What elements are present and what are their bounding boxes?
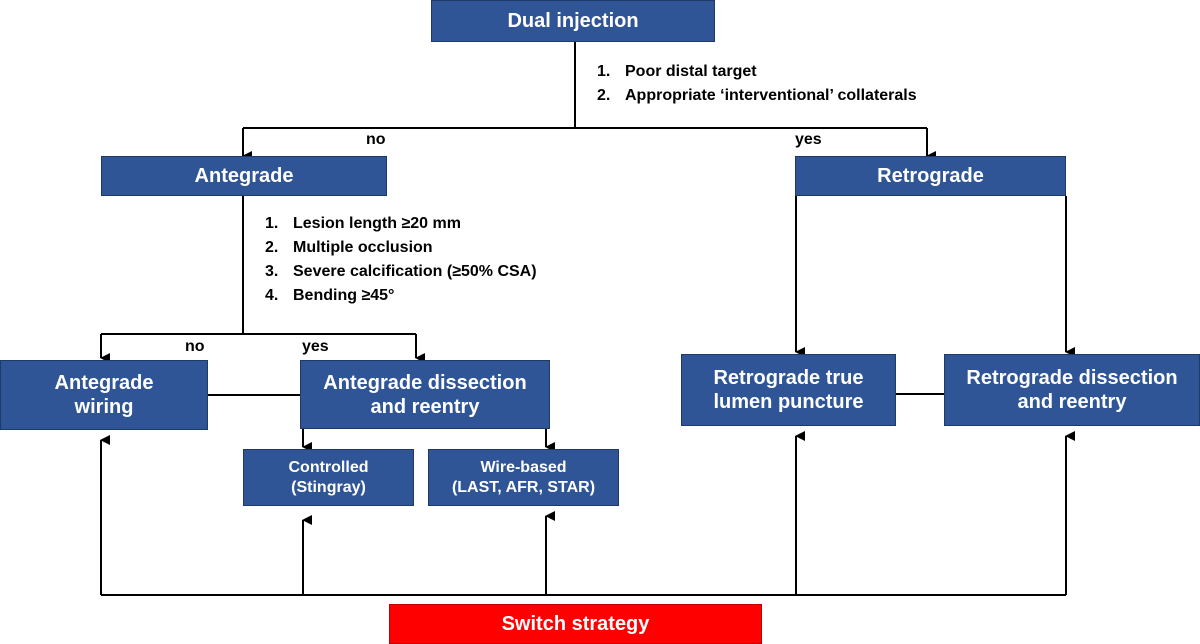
criteria-item: 2.Multiple occlusion (265, 239, 433, 256)
retrograde-box: Retrograde (795, 156, 1066, 196)
switch-strategy-label: Switch strategy (501, 613, 650, 635)
controlled-box: Controlled (Stingray) (243, 449, 414, 506)
retrograde-label: Retrograde (877, 165, 984, 187)
top-no-label: no (366, 131, 386, 148)
wire-based-label: Wire-based (LAST, AFR, STAR) (451, 459, 596, 496)
antegrade-label: Antegrade (194, 165, 294, 187)
wire-based-box: Wire-based (LAST, AFR, STAR) (428, 449, 619, 506)
criteria-item: 4.Bending ≥45° (265, 287, 395, 304)
antegrade-dissection-label: Antegrade dissection and reentry (323, 371, 527, 418)
retrograde-dissection-box: Retrograde dissection and reentry (944, 354, 1200, 426)
dual-injection-label: Dual injection (507, 10, 639, 32)
antegrade-wiring-label: Antegrade wiring (54, 372, 154, 418)
retrograde-true-lumen-label: Retrograde true lumen puncture (713, 367, 864, 413)
criteria-item: 1.Lesion length ≥20 mm (265, 215, 461, 232)
antegrade-box: Antegrade (101, 156, 387, 196)
retrograde-dissection-label: Retrograde dissection and reentry (966, 367, 1178, 413)
top-criteria-list: 1.Poor distal target 2.Appropriate ‘inte… (597, 60, 917, 108)
criteria-item: 2.Appropriate ‘interventional’ collatera… (597, 87, 917, 104)
dual-injection-box: Dual injection (431, 0, 715, 42)
antegrade-dissection-box: Antegrade dissection and reentry (300, 360, 550, 429)
antegrade-yes-label: yes (302, 338, 329, 355)
controlled-label: Controlled (Stingray) (288, 459, 369, 496)
retrograde-true-lumen-box: Retrograde true lumen puncture (681, 354, 896, 426)
antegrade-wiring-box: Antegrade wiring (0, 360, 208, 430)
criteria-item: 1.Poor distal target (597, 63, 757, 80)
antegrade-criteria-list: 1.Lesion length ≥20 mm 2.Multiple occlus… (265, 212, 537, 308)
criteria-item: 3.Severe calcification (≥50% CSA) (265, 263, 537, 280)
switch-strategy-box: Switch strategy (389, 604, 762, 644)
top-yes-label: yes (795, 131, 822, 148)
antegrade-no-label: no (185, 338, 205, 355)
